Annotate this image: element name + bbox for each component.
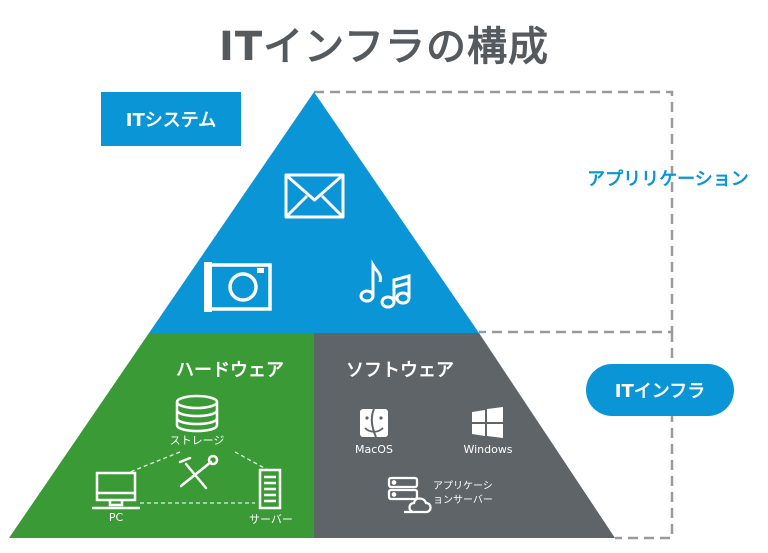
page-title: ITインフラの構成 [219, 24, 549, 70]
hardware-heading: ハードウェア [176, 360, 284, 381]
camera-icon [204, 262, 272, 312]
storage-label: ストレージ [169, 434, 225, 447]
application-layer [149, 92, 479, 333]
server-tower-icon [258, 468, 282, 510]
macos-finder-icon [360, 408, 388, 438]
desktop-pc-icon [92, 471, 140, 510]
hardware-layer [9, 333, 314, 538]
cloud-server-icon [387, 476, 432, 514]
music-notes-icon [359, 259, 411, 309]
server-label: サーバー [249, 513, 293, 526]
application-label: アプリリケーション [587, 169, 749, 190]
it-system-label-text: ITシステム [125, 110, 217, 131]
macos-label: MacOS [355, 443, 393, 456]
hardware-connections [129, 451, 269, 504]
app-server-label-line2: ョンサーバー [433, 495, 493, 506]
infra-bracket [615, 332, 674, 540]
it-system-label: ITシステム [101, 92, 241, 146]
tools-icon [178, 454, 219, 490]
it-infra-label: ITインフラ [586, 364, 734, 416]
application-bracket [314, 90, 674, 334]
windows-logo-icon [472, 407, 503, 438]
pc-label: PC [108, 511, 124, 524]
database-icon [175, 394, 219, 433]
mail-icon [284, 173, 345, 219]
app-server-label-line1: アプリケーシ [433, 481, 493, 492]
it-infra-label-text: ITインフラ [614, 381, 706, 402]
software-heading: ソフトウェア [346, 360, 454, 381]
windows-label: Windows [463, 443, 513, 456]
